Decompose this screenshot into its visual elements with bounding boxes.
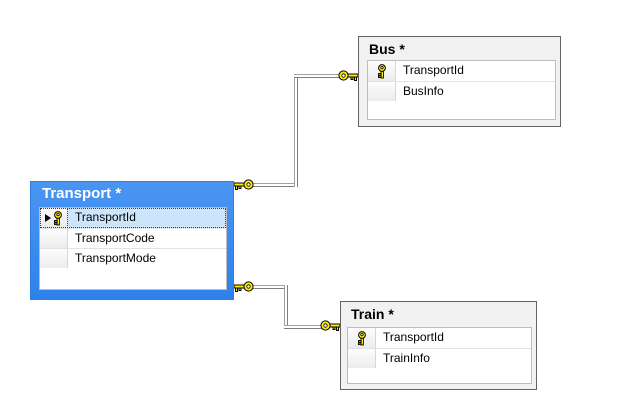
column-name[interactable]: TransportCode bbox=[75, 231, 155, 245]
table-transport[interactable]: Transport * TransportId Transport bbox=[30, 181, 234, 300]
key-end-icon bbox=[233, 179, 254, 191]
current-row-marker-icon bbox=[44, 214, 51, 222]
key-end-icon bbox=[338, 70, 359, 82]
connector-segment[interactable] bbox=[284, 285, 288, 329]
table-row[interactable]: TransportId bbox=[348, 328, 531, 348]
table-transport-title[interactable]: Transport * bbox=[42, 185, 122, 202]
table-train[interactable]: Train * TransportId TrainInfo bbox=[340, 301, 537, 390]
primary-key-icon bbox=[53, 210, 62, 225]
table-row[interactable]: TransportId bbox=[368, 61, 555, 81]
column-name[interactable]: BusInfo bbox=[403, 84, 444, 98]
key-end-icon bbox=[320, 320, 341, 332]
column-name[interactable]: TransportId bbox=[403, 63, 464, 77]
row-selector-cell[interactable] bbox=[40, 249, 68, 268]
table-bus[interactable]: Bus * TransportId BusInfo bbox=[358, 36, 561, 127]
connector-segment[interactable] bbox=[294, 74, 298, 187]
primary-key-icon bbox=[377, 63, 386, 78]
connector-segment[interactable] bbox=[284, 325, 322, 329]
table-train-title[interactable]: Train * bbox=[351, 306, 394, 322]
table-bus-title[interactable]: Bus * bbox=[369, 41, 405, 57]
column-name[interactable]: TransportId bbox=[383, 330, 444, 344]
row-selector-cell[interactable] bbox=[348, 349, 376, 368]
table-row[interactable]: TrainInfo bbox=[348, 348, 531, 368]
primary-key-icon bbox=[357, 330, 366, 345]
table-row[interactable]: BusInfo bbox=[368, 81, 555, 101]
connector-segment[interactable] bbox=[294, 74, 346, 78]
key-end-icon bbox=[233, 281, 254, 293]
row-selector-cell[interactable] bbox=[40, 229, 68, 248]
connector-segment[interactable] bbox=[248, 183, 298, 187]
table-row[interactable]: TransportMode bbox=[40, 248, 226, 268]
table-row-selected[interactable]: TransportId bbox=[40, 208, 226, 228]
row-selector-cell[interactable] bbox=[368, 82, 396, 101]
row-selector-cell[interactable] bbox=[348, 328, 376, 348]
column-name[interactable]: TransportId bbox=[75, 210, 136, 224]
column-name[interactable]: TrainInfo bbox=[383, 351, 430, 365]
column-name[interactable]: TransportMode bbox=[75, 251, 156, 265]
table-row[interactable]: TransportCode bbox=[40, 228, 226, 248]
row-selector-cell[interactable] bbox=[40, 208, 68, 228]
connector-segment[interactable] bbox=[248, 285, 288, 289]
row-selector-cell[interactable] bbox=[368, 61, 396, 81]
